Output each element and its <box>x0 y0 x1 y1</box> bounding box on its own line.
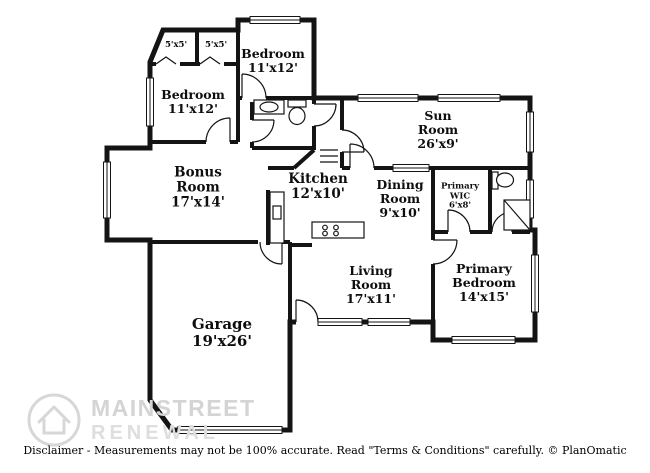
room-label-dining-room: Dining Room 9'x10' <box>376 177 424 220</box>
house-logo-icon <box>27 393 81 447</box>
fixtures-layer <box>253 99 531 244</box>
room-label-bonus-room: Bonus Room 17'x14' <box>171 164 225 211</box>
watermark: MAINSTREET RENEWAL <box>26 392 256 448</box>
room-label-bedroom-top: Bedroom 11'x12' <box>241 46 305 75</box>
windows-layer <box>103 16 539 434</box>
room-label-bedroom-left: Bedroom 11'x12' <box>161 87 225 116</box>
room-label-primary-wic: Primary WIC 6'x8' <box>440 181 480 211</box>
room-label-primary-bedroom: Primary Bedroom 14'x15' <box>452 261 516 304</box>
room-label-living-room: Living Room 17'x11' <box>346 263 396 306</box>
room-label-kitchen: Kitchen 12'x10' <box>288 170 348 202</box>
room-label-garage: Garage 19'x26' <box>191 315 253 350</box>
watermark-brand-line2: RENEWAL <box>91 422 219 444</box>
room-label-closet-1: 5'x5' <box>164 40 188 51</box>
room-label-closet-2: 5'x5' <box>204 40 228 51</box>
watermark-text: MAINSTREET RENEWAL <box>91 395 256 445</box>
disclaimer-text: Disclaimer - Measurements may not be 100… <box>23 444 627 457</box>
watermark-brand-line1: MAINSTREET <box>91 395 256 421</box>
door-swings-layer <box>155 56 513 323</box>
room-label-sun-room: Sun Room 26'x9' <box>417 108 459 151</box>
door-openings-layer <box>156 60 346 326</box>
